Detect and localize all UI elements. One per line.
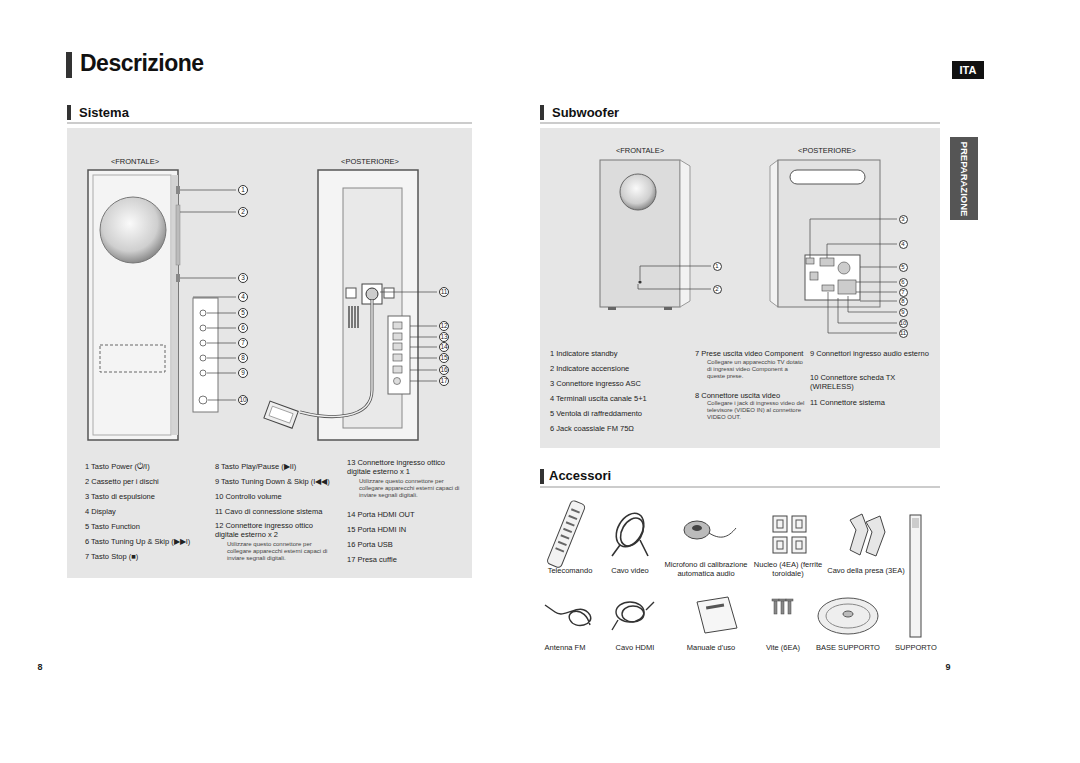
callout-number: 10 bbox=[899, 319, 908, 328]
legend-item: 11 Cavo di connessione sistema bbox=[215, 507, 345, 516]
callout-number: 9 bbox=[238, 368, 248, 378]
legend-item: 3 Tasto di espulsione bbox=[85, 492, 213, 501]
legend-item: 13 Connettore ingresso ottico digitale e… bbox=[347, 458, 467, 477]
section-heading: Sistema bbox=[79, 105, 129, 120]
section-heading: Subwoofer bbox=[552, 105, 619, 120]
legend-note: Collegare un apparecchio TV dotato di in… bbox=[707, 359, 807, 381]
legend-item: 1 Indicatore standby bbox=[550, 349, 690, 358]
legend-item: 9 Tasto Tuning Down & Skip (I◀◀) bbox=[215, 477, 345, 486]
callout-number: 1 bbox=[238, 185, 248, 195]
legend-item: 2 Cassetto per i dischi bbox=[85, 477, 213, 486]
callout-number: 15 bbox=[439, 353, 449, 363]
legend-note: Collegare i jack di ingresso video del t… bbox=[707, 400, 807, 422]
legend-item: 10 Connettore scheda TX (WIRELESS) bbox=[810, 373, 932, 392]
callout-number: 11 bbox=[899, 329, 908, 338]
callout-number: 11 bbox=[439, 287, 449, 297]
accessory-name: Manuale d'uso bbox=[676, 643, 746, 652]
section-heading: Accessori bbox=[549, 468, 699, 484]
legend-item: 4 Terminali uscita canale 5+1 bbox=[550, 394, 690, 403]
callout-number: 3 bbox=[899, 215, 908, 224]
legend-item: 3 Connettore ingresso ASC bbox=[550, 379, 690, 388]
callout-number: 1 bbox=[713, 262, 722, 271]
legend-item: 12 Connettore ingresso ottico digitale e… bbox=[215, 521, 333, 540]
accessory-name: Vite (6EA) bbox=[753, 643, 813, 652]
legend-item: 8 Connettore uscita video bbox=[695, 391, 808, 400]
legend-item: 7 Tasto Stop (■) bbox=[85, 552, 213, 561]
accessory-name: BASE SUPPORTO bbox=[813, 643, 883, 652]
callout-number: 5 bbox=[899, 263, 908, 272]
legend-item: 10 Controllo volume bbox=[215, 492, 345, 501]
callout-number: 9 bbox=[899, 308, 908, 317]
callout-number: 5 bbox=[238, 308, 248, 318]
legend-item: 14 Porta HDMI OUT bbox=[347, 510, 467, 519]
callout-number: 13 bbox=[439, 332, 449, 342]
legend-item: 17 Presa cuffie bbox=[347, 555, 467, 564]
callout-number: 4 bbox=[899, 240, 908, 249]
accessory-name: Cavo video bbox=[600, 566, 660, 575]
callout-number: 14 bbox=[439, 342, 449, 352]
legend-item: 6 Jack coassiale FM 75Ω bbox=[550, 424, 690, 433]
callout-number: 7 bbox=[899, 288, 908, 297]
view-heading: <POSTERIORE> bbox=[782, 146, 872, 155]
legend-item: 5 Tasto Function bbox=[85, 522, 213, 531]
callout-number: 2 bbox=[238, 207, 248, 217]
callout-number: 6 bbox=[238, 323, 248, 333]
callout-number: 2 bbox=[713, 285, 722, 294]
legend-item: 5 Ventola di raffreddamento bbox=[550, 409, 690, 418]
legend-item: 16 Porta USB bbox=[347, 540, 467, 549]
page-title: Descrizione bbox=[80, 50, 204, 77]
callout-number: 6 bbox=[899, 278, 908, 287]
legend-note: Utilizzare questo connettore per collega… bbox=[227, 541, 337, 563]
accessory-name: Telecomando bbox=[530, 566, 610, 575]
legend-item: 11 Connettore sistema bbox=[810, 398, 932, 407]
accessory-name: Nucleo (4EA) (ferrite toroidale) bbox=[752, 560, 824, 579]
legend-item: 1 Tasto Power (⏻/I) bbox=[85, 462, 213, 471]
lang-tab: ITA bbox=[952, 61, 984, 79]
view-heading: <FRONTALE> bbox=[90, 157, 180, 166]
page-number: 8 bbox=[30, 662, 50, 673]
callout-number: 3 bbox=[238, 273, 248, 283]
callout-number: 7 bbox=[238, 338, 248, 348]
page-number: 9 bbox=[938, 662, 958, 673]
view-heading: <POSTERIORE> bbox=[325, 157, 415, 166]
callout-number: 12 bbox=[439, 321, 449, 331]
accessory-name: Microfono di calibrazione automatica aud… bbox=[661, 560, 751, 579]
legend-note: Utilizzare questo connettore per collega… bbox=[359, 478, 467, 500]
callout-number: 8 bbox=[238, 353, 248, 363]
callout-number: 4 bbox=[238, 292, 248, 302]
legend-item: 7 Prese uscita video Component bbox=[695, 349, 808, 358]
legend-item: 15 Porta HDMI IN bbox=[347, 525, 467, 534]
accessory-name: Cavo HDMI bbox=[605, 643, 665, 652]
accessory-name: Cavo della presa (3EA) bbox=[826, 566, 906, 575]
legend-item: 4 Display bbox=[85, 507, 213, 516]
callout-number: 10 bbox=[238, 395, 248, 405]
callout-number: 8 bbox=[899, 297, 908, 306]
callout-number: 16 bbox=[439, 365, 449, 375]
tab-text: PREPARAZIONE bbox=[959, 141, 970, 216]
legend-item: 6 Tasto Tuning Up & Skip (▶▶I) bbox=[85, 537, 213, 546]
callout-number: 17 bbox=[439, 376, 449, 386]
section-tab: PREPARAZIONE bbox=[950, 137, 978, 220]
legend-item: 9 Connettori ingresso audio esterno bbox=[810, 349, 932, 358]
legend-item: 2 Indicatore accensione bbox=[550, 364, 690, 373]
accessory-name: Antenna FM bbox=[530, 643, 600, 652]
view-heading: <FRONTALE> bbox=[595, 146, 685, 155]
legend-item: 8 Tasto Play/Pause (▶II) bbox=[215, 462, 345, 471]
tab-text: ITA bbox=[952, 61, 984, 79]
accessory-name: SUPPORTO bbox=[890, 643, 942, 652]
